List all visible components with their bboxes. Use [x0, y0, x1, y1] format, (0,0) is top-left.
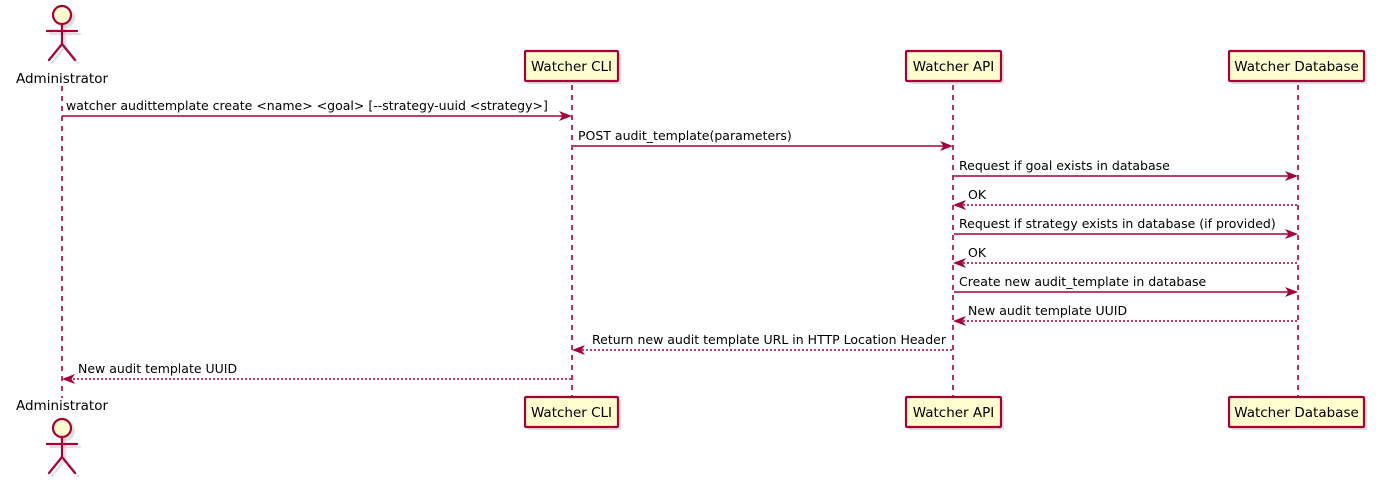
message-6-label: OK: [968, 245, 987, 260]
message-8-arrow: [953, 316, 1297, 326]
participant-label-watcher-cli-top: Watcher CLI: [531, 59, 612, 75]
message-6-arrow: [953, 258, 1297, 268]
participant-box-watcher-cli-bottom[interactable]: [523, 395, 621, 430]
message-10-arrow: [62, 374, 571, 384]
actor-label-administrator-bottom: Administrator: [16, 398, 108, 414]
participant-label-watcher-api-top: Watcher API: [913, 59, 995, 75]
message-3-label: Request if goal exists in database: [959, 158, 1170, 173]
message-1-label: watcher audittemplate create <name> <goa…: [66, 98, 548, 113]
message-7-arrow: [954, 287, 1298, 297]
message-8-label: New audit template UUID: [968, 303, 1127, 318]
participant-label-watcher-api-bottom: Watcher API: [913, 405, 995, 421]
participant-label-watcher-cli-bottom: Watcher CLI: [531, 405, 612, 421]
message-9-label: Return new audit template URL in HTTP Lo…: [592, 332, 947, 347]
actor-administrator-top: [45, 4, 82, 65]
message-7-label: Create new audit_template in database: [959, 274, 1206, 289]
participant-box-watcher-database-top[interactable]: [1227, 49, 1367, 84]
participant-box-watcher-cli-top[interactable]: [523, 49, 621, 84]
actor-head-icon: [51, 417, 73, 439]
actor-administrator-bottom: [45, 417, 82, 478]
actor-label-administrator-top: Administrator: [16, 71, 108, 87]
participant-box-watcher-api-top[interactable]: [904, 49, 1004, 84]
message-5-label: Request if strategy exists in database (…: [959, 216, 1276, 231]
message-1-arrow: [62, 111, 572, 121]
participant-label-watcher-database-top: Watcher Database: [1234, 59, 1359, 75]
participant-box-watcher-database-bottom[interactable]: [1227, 395, 1367, 430]
message-4-arrow: [953, 200, 1297, 210]
message-10-label: New audit template UUID: [78, 361, 237, 376]
participant-box-watcher-api-bottom[interactable]: [904, 395, 1004, 430]
participant-label-watcher-database-bottom: Watcher Database: [1234, 405, 1359, 421]
message-4-label: OK: [968, 187, 987, 202]
actor-head-icon: [51, 4, 73, 26]
message-9-arrow: [572, 345, 952, 355]
message-5-arrow: [954, 229, 1298, 239]
message-3-arrow: [954, 171, 1298, 181]
message-2-arrow: [573, 141, 953, 151]
message-2-label: POST audit_template(parameters): [578, 128, 792, 143]
